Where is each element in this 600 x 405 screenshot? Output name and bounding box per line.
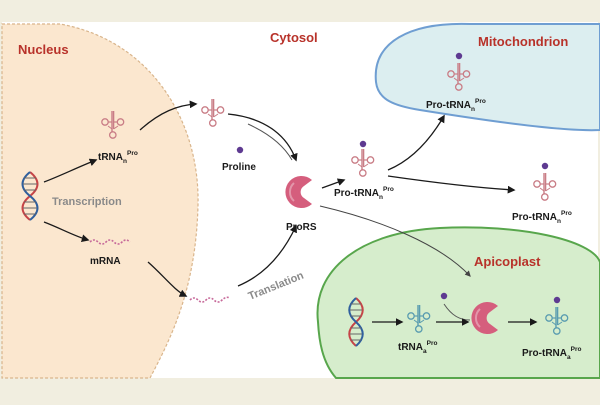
mitochondrion-title: Mitochondrion	[478, 34, 568, 49]
arrow-dna-to-trna	[43, 158, 98, 183]
arrow-trna-export	[139, 100, 198, 131]
proline-dot-icon	[236, 146, 244, 154]
arrow-proline-to-pros	[247, 123, 293, 161]
proline-dot-icon	[440, 292, 448, 300]
dna-helix-icon	[21, 171, 39, 221]
pro-trna-cytosol-label: Pro-tRNAnPro	[334, 186, 394, 201]
arrow-dna-to-mrna	[43, 221, 90, 243]
pro-trna-mito-label: Pro-tRNAnPro	[426, 98, 486, 113]
pro-trna-free-label: Pro-tRNAnPro	[512, 210, 572, 225]
proline-label: Proline	[222, 162, 256, 173]
mitochondrion-region	[374, 22, 600, 132]
trna-a-label: tRNAaPro	[398, 340, 437, 355]
mrna-strand-icon	[189, 296, 231, 303]
mrna-strand-icon	[89, 239, 131, 245]
apicoplast-title: Apicoplast	[474, 254, 541, 269]
cytosol-title: Cytosol	[270, 30, 318, 45]
arrow-pros-to-apicoplast	[319, 205, 471, 277]
proline-dot-icon	[553, 296, 561, 304]
mrna-label: mRNA	[90, 256, 121, 267]
proline-dot-icon	[541, 162, 549, 170]
arrow-to-cytosolic-pool	[387, 175, 516, 194]
nucleus-region	[1, 23, 199, 379]
dna-helix-icon	[348, 297, 364, 347]
arrow-to-mitochondrion	[387, 114, 445, 171]
proline-dot-icon	[359, 140, 367, 148]
arrow-translation-to-pros	[237, 224, 297, 287]
arrow-pros-to-protrna	[321, 178, 346, 189]
arrow-trna-to-pros	[227, 113, 298, 162]
nucleus-title: Nucleus	[18, 42, 69, 57]
pro-trna-a-label: Pro-tRNAaPro	[522, 346, 581, 361]
pros-label: ProRS	[286, 222, 317, 233]
apicoplast-region	[316, 226, 600, 379]
arrow-mrna-export	[147, 261, 188, 297]
proline-dot-icon	[455, 52, 463, 60]
trna-n-label: tRNAnPro	[98, 150, 138, 165]
transcription-label: Transcription	[52, 196, 122, 208]
